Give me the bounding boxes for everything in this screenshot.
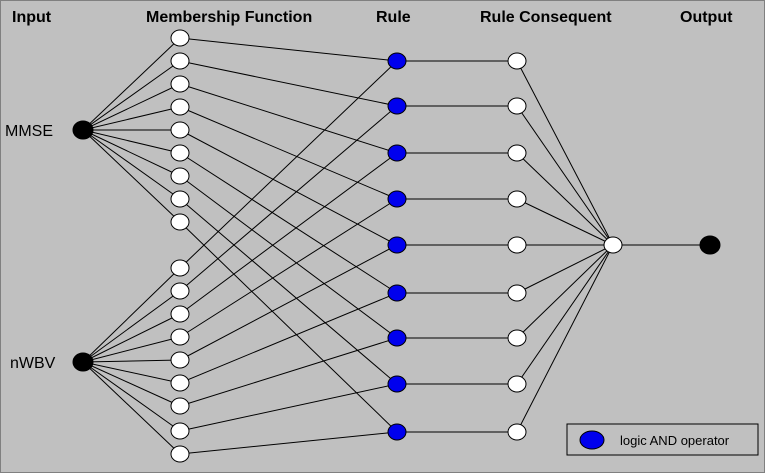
rule-node <box>387 190 407 208</box>
edge-mf-rule <box>179 152 398 315</box>
consequent-node <box>507 190 527 208</box>
edge-consequent-aggregator <box>516 244 614 294</box>
mf-node <box>170 305 190 323</box>
rule-node <box>387 97 407 115</box>
rule-node <box>387 144 407 162</box>
edge-mf-rule <box>179 105 398 292</box>
header-input: Input <box>12 9 52 26</box>
edge-input-mf <box>82 129 181 223</box>
consequent-node <box>507 52 527 70</box>
mf-node <box>170 422 190 440</box>
edge-mf-rule <box>179 383 398 432</box>
edge-input-mf <box>82 336 181 363</box>
edge-mf-rule <box>179 431 398 455</box>
edge-mf-rule <box>179 83 398 154</box>
mf-node <box>170 445 190 463</box>
mf-node <box>170 259 190 277</box>
mf-node <box>170 167 190 185</box>
edge-input-mf <box>82 361 181 384</box>
rule-node <box>387 329 407 347</box>
edge-mf-rule <box>179 60 398 269</box>
edge-mf-rule <box>179 198 398 338</box>
mf-node <box>170 121 190 139</box>
edge-mf-rule <box>179 37 398 62</box>
edge-mf-rule <box>179 129 398 246</box>
edge-input-mf <box>82 60 181 131</box>
consequent-node <box>507 144 527 162</box>
edge-input-mf <box>82 37 181 131</box>
mf-node <box>170 282 190 300</box>
mf-node <box>170 397 190 415</box>
edge-input-mf <box>82 129 181 154</box>
mf-node <box>170 144 190 162</box>
edge-consequent-aggregator <box>516 244 614 385</box>
edge-mf-rule <box>179 152 398 294</box>
header-output: Output <box>680 9 733 26</box>
legend: logic AND operator <box>566 423 759 456</box>
edge-mf-rule <box>179 106 398 200</box>
edge-consequent-aggregator <box>516 244 614 433</box>
rule-node <box>387 52 407 70</box>
header-rule: Rule <box>376 9 411 26</box>
edge-mf-rule <box>179 221 398 433</box>
consequent-node <box>507 284 527 302</box>
edge-consequent-aggregator <box>516 152 614 246</box>
edge-input-mf <box>82 129 181 177</box>
edge-mf-rule <box>179 337 398 407</box>
edge-mf-rule <box>179 292 398 384</box>
edge-input-mf <box>82 106 181 131</box>
mf-node <box>170 328 190 346</box>
consequent-node <box>507 375 527 393</box>
consequent-node <box>507 97 527 115</box>
rule-node <box>387 284 407 302</box>
edge-input-mf <box>82 290 181 363</box>
mf-node <box>170 75 190 93</box>
edge-mf-rule <box>179 175 398 339</box>
legend-rule-node-icon <box>579 430 605 450</box>
mf-node <box>170 213 190 231</box>
consequent-node <box>507 329 527 347</box>
legend-label: logic AND operator <box>620 433 730 448</box>
aggregator-node <box>603 236 623 254</box>
mf-node <box>170 374 190 392</box>
edge-mf-rule <box>179 244 398 361</box>
consequent-node <box>507 236 527 254</box>
input-node-nwbv <box>72 352 94 372</box>
edge-input-mf <box>82 361 181 432</box>
mf-node <box>170 29 190 47</box>
edge-input-mf <box>82 267 181 363</box>
edge-consequent-aggregator <box>516 60 614 246</box>
mf-node <box>170 190 190 208</box>
input-label-nwbv: nWBV <box>10 355 56 372</box>
edge-input-mf <box>82 313 181 363</box>
edge-consequent-aggregator <box>516 198 614 246</box>
edge-mf-rule <box>179 60 398 107</box>
connection-lines <box>82 37 710 455</box>
edge-input-mf <box>82 361 181 455</box>
mf-node <box>170 351 190 369</box>
input-label-mmse: MMSE <box>5 123 53 140</box>
edge-input-mf <box>82 129 181 200</box>
edge-input-mf <box>82 83 181 131</box>
header-rule-consequent: Rule Consequent <box>480 9 612 26</box>
rule-node <box>387 236 407 254</box>
rule-node <box>387 423 407 441</box>
nodes-layer <box>72 29 721 463</box>
input-node-mmse <box>72 120 94 140</box>
edge-input-mf <box>82 361 181 407</box>
mf-node <box>170 52 190 70</box>
header-membership-function: Membership Function <box>146 9 312 26</box>
edge-consequent-aggregator <box>516 105 614 246</box>
output-node <box>699 235 721 255</box>
edge-input-mf <box>82 359 181 363</box>
mf-node <box>170 98 190 116</box>
consequent-node <box>507 423 527 441</box>
edge-consequent-aggregator <box>516 244 614 339</box>
rule-node <box>387 375 407 393</box>
edge-mf-rule <box>179 198 398 385</box>
